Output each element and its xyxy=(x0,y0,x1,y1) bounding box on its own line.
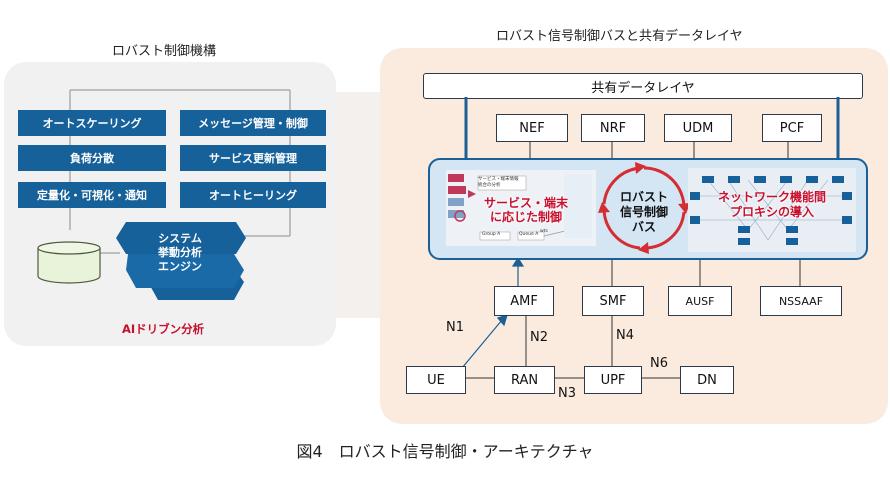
func-message-management: メッセージ管理・制御 xyxy=(180,110,326,136)
mini-text-info: サービス・端末情報 xyxy=(478,177,519,182)
circular-arrows-icon xyxy=(598,162,690,254)
service-control-label: サービス・端末 に応じた制御 xyxy=(483,196,568,224)
service-control-mini-icons xyxy=(448,174,592,241)
func-autohealing: オートヒーリング xyxy=(180,182,326,208)
database-icon xyxy=(37,241,101,284)
nf-udm: UDM xyxy=(664,114,732,142)
bus-center-label: ロバスト 信号制御 バス xyxy=(619,190,668,234)
node-dn: DN xyxy=(680,366,734,394)
interface-n1: N1 xyxy=(446,320,464,335)
nf-smf: SMF xyxy=(582,286,644,316)
node-ue: UE xyxy=(406,366,466,394)
nf-amf: AMF xyxy=(494,286,554,316)
proxy-label: ネットワーク機能間 プロキシの導入 xyxy=(717,190,826,219)
nf-pcf: PCF xyxy=(762,114,822,142)
nf-ausf: AUSF xyxy=(668,286,732,316)
nf-nrf: NRF xyxy=(581,114,645,142)
analysis-engine-label: システム 挙動分析 エンジン xyxy=(158,232,202,273)
interface-n6: N6 xyxy=(650,356,668,371)
interface-n2: N2 xyxy=(530,330,548,345)
node-upf: UPF xyxy=(584,366,642,394)
interface-n3: N3 xyxy=(558,386,576,401)
right-title: ロバスト信号制御バスと共有データレイヤ xyxy=(496,29,743,44)
ai-driven-analysis-label: AIドリブン分析 xyxy=(122,322,205,336)
mini-text-wts: wts xyxy=(540,229,548,234)
nf-nef: NEF xyxy=(496,114,568,142)
func-service-update: サービス更新管理 xyxy=(180,145,326,171)
func-visualization-notify: 定量化・可視化・通知 xyxy=(18,182,166,208)
analysis-engine-icon xyxy=(116,222,246,300)
nf-nssaaf: NSSAAF xyxy=(760,286,842,316)
figure-caption: 図4 ロバスト信号制御・アーキテクチャ xyxy=(296,442,594,461)
mini-text-group: Group A xyxy=(482,232,501,237)
node-ran: RAN xyxy=(494,366,555,394)
interface-n4: N4 xyxy=(616,328,634,343)
left-title: ロバスト制御機構 xyxy=(112,44,217,59)
mini-text-queue: Queue A xyxy=(519,232,539,237)
shared-data-layer: 共有データレイヤ xyxy=(423,73,863,99)
mini-text-analysis: 統合の分析 xyxy=(478,183,501,188)
proxy-mesh-diagram xyxy=(688,168,856,252)
func-autoscaling: オートスケーリング xyxy=(18,110,166,136)
func-load-balancing: 負荷分散 xyxy=(18,145,166,171)
